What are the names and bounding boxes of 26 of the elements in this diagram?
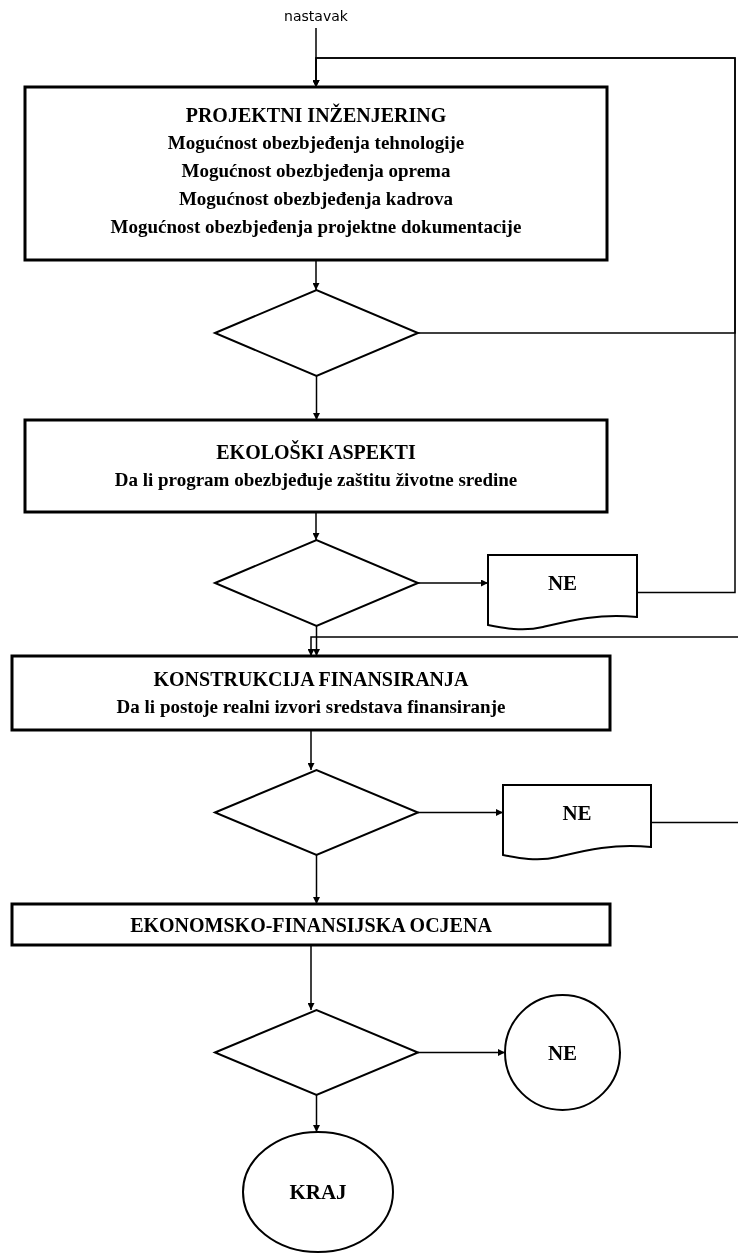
box-heading: NE	[547, 1039, 578, 1067]
start-label: nastavak	[284, 8, 348, 26]
box-heading: EKOLOŠKI ASPEKTI	[216, 439, 416, 465]
box-heading: PROJEKTNI INŽENJERING	[185, 102, 447, 128]
decision-diamond	[212, 768, 421, 857]
decision-diamond	[212, 288, 421, 378]
arrow	[313, 625, 320, 657]
decision-diamond	[212, 538, 421, 628]
box-heading: EKONOMSKO-FINANSIJSKA OCJENA	[130, 912, 492, 938]
arrow	[417, 579, 489, 587]
box-heading: KONSTRUKCIJA FINANSIRANJA	[153, 667, 469, 692]
arrow	[313, 1094, 320, 1133]
box-heading: KRAJ	[289, 1179, 347, 1206]
box-heading: NE	[547, 570, 578, 597]
box-text: Da li postoje realni izvori sredstava finansiranje	[116, 695, 506, 719]
box-text: Mogućnost obezbjeđenja kadrova	[178, 187, 454, 211]
arrow	[313, 375, 320, 421]
box-text: Mogućnost obezbjeđenja oprema	[181, 159, 451, 183]
decision-diamond	[212, 1008, 421, 1097]
arrow	[313, 854, 320, 905]
box-text: Mogućnost obezbjeđenja tehnologije	[167, 131, 465, 155]
arrow	[312, 57, 736, 594]
arrow	[307, 636, 738, 657]
box-heading: NE	[562, 800, 592, 827]
box-text: Mogućnost obezbjeđenja projektne dokumentacije	[110, 215, 522, 239]
box-text: Da li program obezbjeđuje zaštitu životne sredine	[114, 468, 518, 492]
